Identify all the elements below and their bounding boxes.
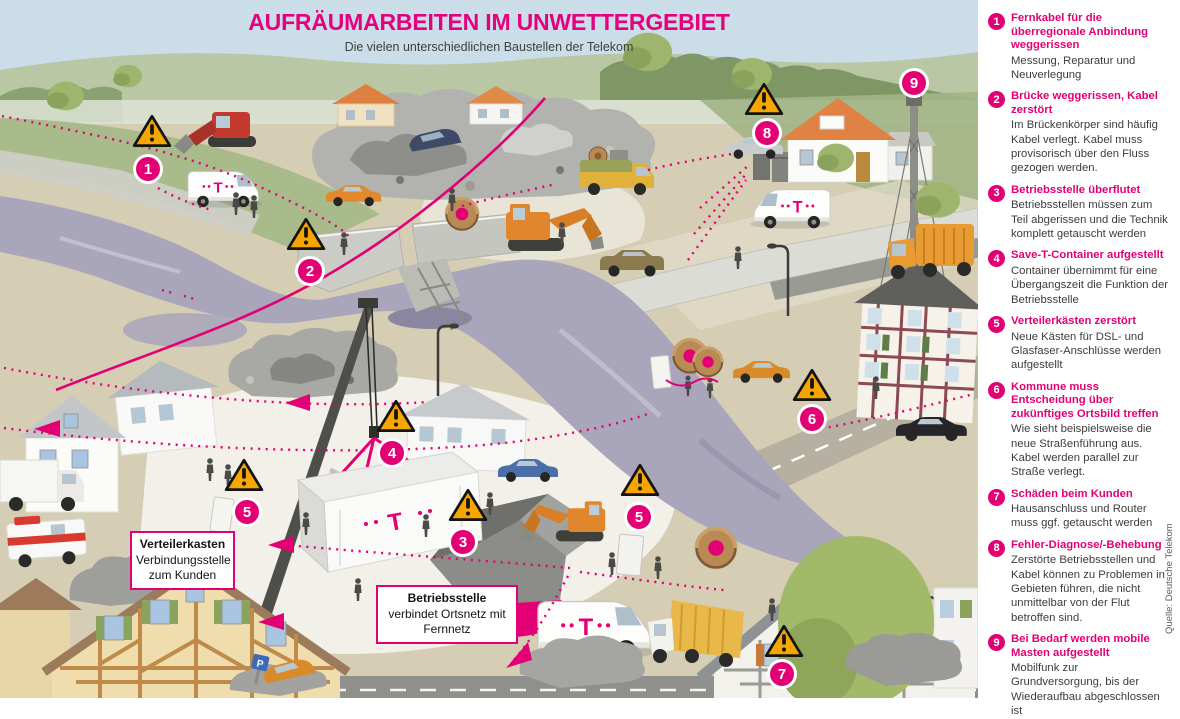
marker-3: 3 — [448, 527, 478, 557]
svg-text:2: 2 — [306, 263, 314, 280]
verteilerkasten-cabinet — [615, 533, 645, 577]
svg-text:8: 8 — [763, 125, 771, 142]
legend-item-2: 2 Brücke weggerissen, Kabel zerstört Im B… — [988, 90, 1172, 175]
legend-title: Kommune muss Entscheidung über zukünftig… — [1011, 380, 1159, 420]
buried-car — [409, 129, 462, 152]
label-betriebsstelle: Betriebsstelle verbindet Ortsnetz mit Fe… — [376, 585, 518, 644]
label-verteilerkasten-rest: Verbindungsstelle zum Kunden — [136, 552, 231, 583]
legend-number-badge: 4 — [988, 250, 1005, 268]
suv — [600, 250, 664, 277]
legend-title: Verteilerkästen zerstört — [1011, 314, 1136, 327]
rubble-pile-bottom-center — [519, 635, 645, 688]
illustration: T — [0, 0, 978, 698]
label-verteilerkasten-bold: Verteilerkasten — [139, 537, 226, 551]
parking-sign-letter: P — [255, 658, 264, 670]
label-betriebsstelle-bold: Betriebsstelle — [407, 591, 487, 605]
verteilerkasten-cabinet — [650, 354, 672, 390]
svg-text:6: 6 — [808, 411, 816, 428]
scene-markers: 1 2 3 4 5 5 6 7 8 9 — [133, 68, 929, 689]
save-t-container: T — [296, 451, 483, 574]
legend-body: Hausanschluss und Router muss ggf. getau… — [1011, 503, 1153, 530]
svg-text:7: 7 — [778, 666, 786, 683]
route-arrows — [34, 394, 532, 668]
excavator-red — [174, 112, 256, 154]
cable-reel — [694, 526, 738, 570]
legend-number-badge: 5 — [988, 315, 1005, 333]
legend-title: Bei Bedarf werden mobile Masten aufgeste… — [1011, 633, 1150, 659]
legend-body: Container übernimmt für eine Übergangsze… — [1011, 264, 1168, 306]
legend-number-badge: 1 — [988, 13, 1005, 30]
legend-item-1: 1 Fernkabel für die überregionale Anbind… — [988, 12, 1172, 82]
legend-body: Zerstörte Betriebsstellen und Kabel könn… — [1011, 554, 1165, 624]
garbage-truck — [888, 224, 974, 279]
svg-text:4: 4 — [388, 445, 397, 462]
legend-title: Schäden beim Kunden — [1011, 487, 1133, 500]
parking-sign: P — [251, 653, 270, 684]
marker-9: 9 — [899, 68, 929, 98]
legend-title: Fehler-Diagnose/-Behebung — [1011, 538, 1162, 551]
white-truck — [0, 459, 84, 511]
svg-text:5: 5 — [635, 509, 643, 526]
legend-number-badge: 9 — [988, 634, 1005, 652]
svg-text:1: 1 — [144, 161, 152, 178]
legend-number-badge: 3 — [988, 184, 1005, 202]
legend-number-badge: 2 — [988, 91, 1005, 109]
legend-sidebar: 1 Fernkabel für die überregionale Anbind… — [978, 0, 1180, 717]
legend-title: Brücke weggerissen, Kabel zerstört — [1011, 90, 1158, 116]
rubble-pile-bottom-right — [845, 632, 962, 686]
svg-text:9: 9 — [910, 75, 918, 92]
legend-item-6: 6 Kommune muss Entscheidung über zukünft… — [988, 381, 1172, 480]
legend-item-9: 9 Bei Bedarf werden mobile Masten aufges… — [988, 633, 1172, 718]
half-timbered-house-right — [854, 258, 978, 424]
buried-orange-car — [263, 659, 316, 684]
verteilerkasten-cabinet — [209, 496, 235, 534]
ambulance — [6, 515, 87, 568]
svg-text:5: 5 — [243, 504, 251, 521]
village-houses-top — [332, 84, 526, 127]
legend-body: Neue Kästen für DSL- und Glasfaser-Ansch… — [1011, 330, 1162, 372]
label-betriebsstelle-rest: verbindet Ortsnetz mit Fernnetz — [388, 606, 506, 637]
marker-5b: 5 — [624, 502, 654, 532]
marker-4: 4 — [377, 438, 407, 468]
legend-body: Betriebsstellen müssen zum Teil abgeriss… — [1011, 199, 1168, 241]
distribution-cabinets — [753, 148, 788, 182]
svg-text:3: 3 — [459, 534, 467, 551]
treeline — [600, 53, 978, 100]
box-truck-yellow — [648, 600, 744, 667]
legend-title: Save-T-Container aufgestellt — [1011, 249, 1164, 262]
source-credit: Quelle: Deutsche Telekom — [1164, 523, 1175, 634]
rubble-pile-top — [312, 89, 656, 200]
marker-6: 6 — [797, 404, 827, 434]
marker-8: 8 — [752, 118, 782, 148]
legend-number-badge: 7 — [988, 488, 1005, 506]
legend-body: Mobilfunk zur Grundversorgung, bis der W… — [1011, 662, 1160, 718]
legend-number-badge: 6 — [988, 381, 1005, 399]
scene-svg: T — [0, 0, 978, 698]
legend-body: Messung, Reparatur und Neuverlegung — [1011, 54, 1136, 81]
legend-title: Betriebsstelle überflutet — [1011, 183, 1141, 196]
legend-body: Im Brückenkörper sind häufig Kabel verle… — [1011, 119, 1158, 175]
marker-1: 1 — [133, 154, 163, 184]
legend-title: Fernkabel für die überregionale Anbindun… — [1011, 12, 1149, 52]
legend-body: Wie sieht beispielsweise die neue Straße… — [1011, 423, 1152, 479]
telekom-t-logo: T — [386, 508, 405, 537]
marker-7: 7 — [767, 659, 797, 689]
marker-2: 2 — [295, 256, 325, 286]
cable-routes — [1, 97, 975, 668]
provisional-cable-over-river — [55, 97, 546, 392]
cable-reel — [692, 346, 724, 378]
legend-number-badge: 8 — [988, 539, 1005, 557]
marker-5a: 5 — [232, 497, 262, 527]
